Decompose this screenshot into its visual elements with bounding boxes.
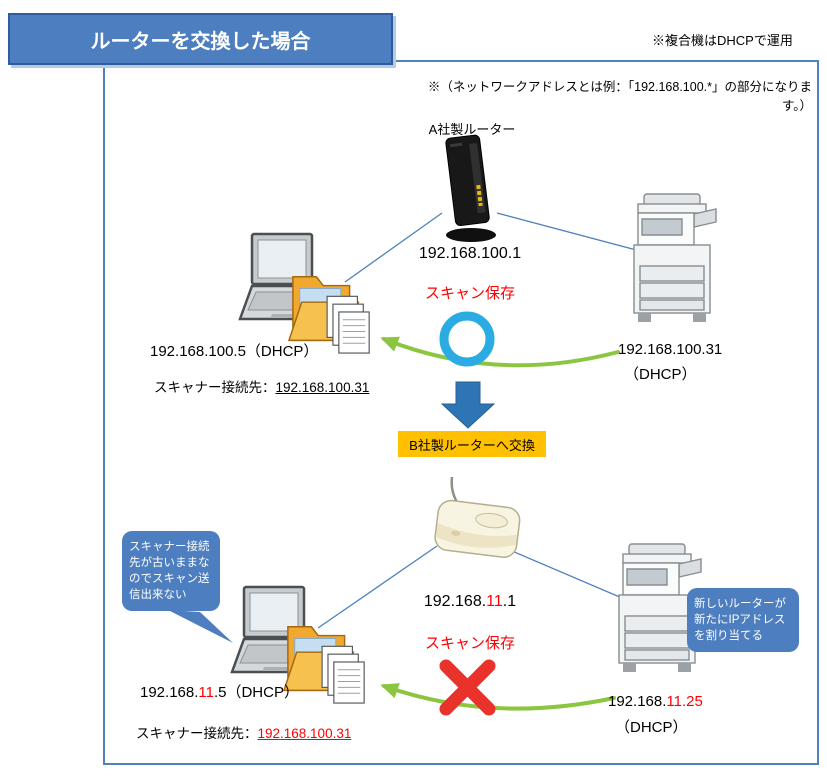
failure-cross-icon <box>439 659 496 716</box>
router-a-icon <box>430 132 512 244</box>
pc-ip-changed: 11 <box>198 684 214 701</box>
pc-ip-suffix: .5（DHCP） <box>213 684 299 701</box>
pc-ip-after: 192.168.11.5（DHCP） <box>140 681 299 702</box>
scanner-destination-before: スキャナー接続先：192.168.100.31 <box>154 376 369 396</box>
link-pc-router-after <box>317 545 438 629</box>
scanner-destination-ip-after: 192.168.100.31 <box>257 726 352 741</box>
router-a-ip: 192.168.100.1 <box>418 245 522 262</box>
scanner-destination-ip-before: 192.168.100.31 <box>275 380 370 395</box>
link-router-mfp-before <box>496 212 641 252</box>
pc-bubble-tail <box>168 610 233 643</box>
pc-ip-prefix: 192.168. <box>140 684 199 701</box>
router-b-ip-suffix: .1 <box>502 593 517 610</box>
router-a-label: A社製ルーター <box>428 122 516 137</box>
mfp-ip-changed: 11.25 <box>666 693 703 710</box>
mfp-info-bubble: 新しいルーターが新たにIPアドレスを割り当てる <box>687 588 799 653</box>
mfp-ip-prefix: 192.168. <box>608 693 667 710</box>
network-address-note: ※（ネットワークアドレスとは例：「192.168.100.*」の部分になります。… <box>427 80 812 113</box>
folder-documents-icon-before <box>288 254 376 368</box>
scan-flow-arrow-after <box>380 683 616 711</box>
link-router-mfp-after <box>504 547 623 599</box>
scan-flow-arrow-before <box>380 336 620 368</box>
success-circle-icon <box>439 311 495 367</box>
scanner-destination-label-before: スキャナー接続先： <box>154 380 276 395</box>
folder-documents-icon-after <box>283 604 371 718</box>
title-box: ルーターを交換した場合 <box>8 13 393 65</box>
router-b-ip-changed: 11 <box>486 593 503 610</box>
pc-ip-before: 192.168.100.5（DHCP） <box>150 343 319 360</box>
mfp-ip-before: 192.168.100.31 <box>618 341 723 358</box>
dhcp-operation-note: ※複合機はDHCPで運用 <box>652 33 793 48</box>
mfp-dhcp-after: （DHCP） <box>615 719 688 736</box>
scanner-destination-label-after: スキャナー接続先： <box>136 726 258 741</box>
link-pc-router-before <box>344 212 443 283</box>
scan-save-label-after: スキャン保存 <box>424 635 515 652</box>
mfp-dhcp-before: （DHCP） <box>624 366 697 383</box>
page-title: ルーターを交換した場合 <box>90 30 311 53</box>
router-b-ip: 192.168.11.1 <box>395 593 545 611</box>
scan-save-label-before: スキャン保存 <box>424 285 515 302</box>
scanner-destination-after: スキャナー接続先：192.168.100.31 <box>136 722 351 742</box>
replace-down-arrow-icon <box>440 381 496 429</box>
pc-warning-bubble: スキャナー接続先が古いままなのでスキャン送信出来ない <box>122 531 220 612</box>
mfp-ip-after: 192.168.11.25 <box>608 693 703 710</box>
diagram-border <box>103 60 819 765</box>
replace-router-label: B社製ルーターへ交換 <box>398 431 546 457</box>
router-b-ip-prefix: 192.168. <box>423 593 487 610</box>
mfp-icon-before <box>620 190 725 335</box>
router-b-icon <box>428 474 528 569</box>
